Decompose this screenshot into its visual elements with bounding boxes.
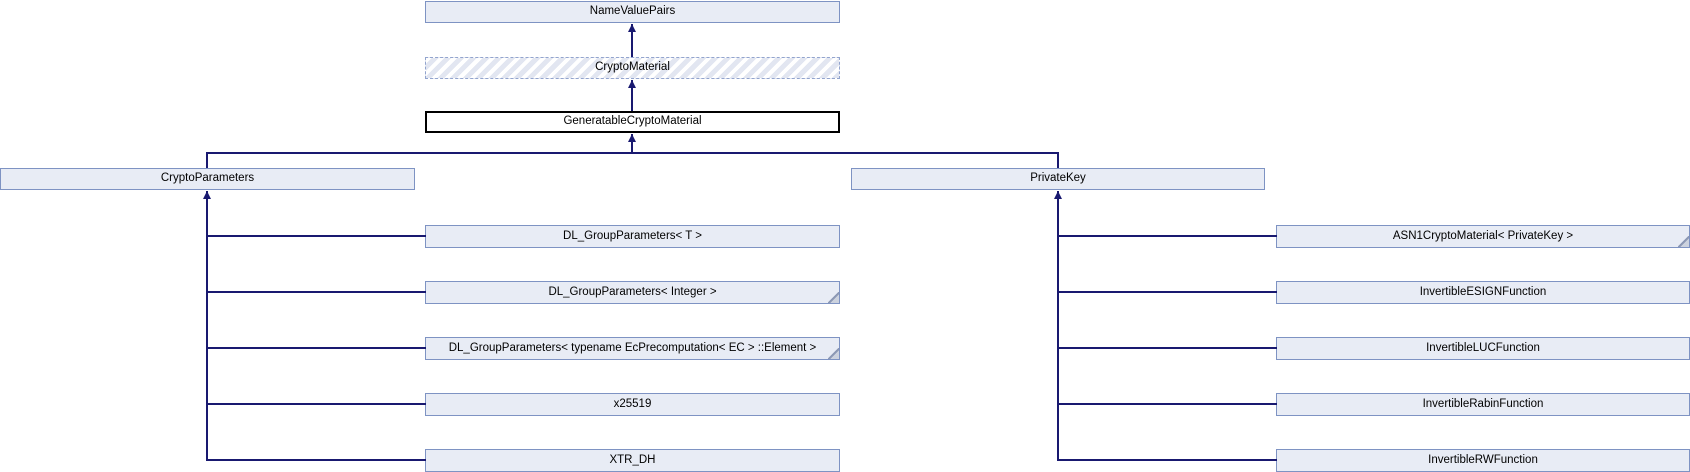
edge-branch	[206, 291, 426, 293]
node-label: CryptoParameters	[160, 172, 255, 185]
node-label: GeneratableCryptoMaterial	[563, 115, 702, 128]
edge-cryptomaterial-namevaluepairs	[631, 24, 633, 57]
edge-branch	[1057, 235, 1277, 237]
node-label: CryptoMaterial	[595, 61, 670, 74]
node-label: DL_GroupParameters< Integer >	[548, 285, 717, 298]
node-label: InvertibleRabinFunction	[1422, 397, 1544, 410]
node-privatekey[interactable]: PrivateKey	[851, 168, 1265, 190]
edge-trunk-cryptoparameters	[206, 191, 208, 461]
node-namevaluepairs[interactable]: NameValuePairs	[425, 1, 840, 23]
node-label: ASN1CryptoMaterial< PrivateKey >	[1392, 229, 1574, 242]
edge-bus-to-cryptoparameters	[206, 152, 208, 168]
truncated-corner-icon	[828, 348, 839, 359]
node-dl-groupparameters-ecprecomputation[interactable]: DL_GroupParameters< typename EcPrecomput…	[425, 337, 840, 360]
node-label: DL_GroupParameters< T >	[563, 229, 702, 242]
truncated-corner-icon	[1678, 236, 1689, 247]
node-dl-groupparameters-integer[interactable]: DL_GroupParameters< Integer >	[425, 281, 840, 304]
edge-branch	[206, 459, 426, 461]
edge-branch	[1057, 403, 1277, 405]
node-generatablecryptomaterial: GeneratableCryptoMaterial	[425, 111, 840, 133]
node-label: DL_GroupParameters< typename EcPrecomput…	[448, 341, 817, 354]
node-label: x25519	[613, 397, 652, 410]
node-label: XTR_DH	[609, 453, 656, 466]
node-label: InvertibleLUCFunction	[1426, 341, 1540, 354]
node-x25519[interactable]: x25519	[425, 393, 840, 416]
node-xtr-dh[interactable]: XTR_DH	[425, 449, 840, 472]
edge-trunk-privatekey	[1057, 191, 1059, 461]
node-invertibleesignfunction[interactable]: InvertibleESIGNFunction	[1276, 281, 1690, 304]
edge-branch	[206, 347, 426, 349]
edge-branch	[1057, 459, 1277, 461]
edge-parents-bus	[206, 152, 1059, 154]
edge-generatable-cryptomaterial	[631, 80, 633, 111]
node-label: PrivateKey	[1030, 172, 1086, 185]
node-cryptomaterial[interactable]: CryptoMaterial	[425, 57, 840, 79]
node-cryptoparameters[interactable]: CryptoParameters	[0, 168, 415, 190]
node-dl-groupparameters-t[interactable]: DL_GroupParameters< T >	[425, 225, 840, 248]
edge-branch	[206, 235, 426, 237]
node-label: NameValuePairs	[589, 5, 676, 18]
node-invertiblerabinfunction[interactable]: InvertibleRabinFunction	[1276, 393, 1690, 416]
edge-bus-riser	[631, 134, 633, 154]
node-invertiblelucfunction[interactable]: InvertibleLUCFunction	[1276, 337, 1690, 360]
node-label: InvertibleRWFunction	[1428, 453, 1538, 466]
edge-branch	[1057, 347, 1277, 349]
node-invertiblerwfunction[interactable]: InvertibleRWFunction	[1276, 449, 1690, 472]
edge-bus-to-privatekey	[1057, 152, 1059, 168]
node-asn1cryptomaterial-privatekey[interactable]: ASN1CryptoMaterial< PrivateKey >	[1276, 225, 1690, 248]
truncated-corner-icon	[828, 292, 839, 303]
edge-branch	[1057, 291, 1277, 293]
node-label: InvertibleESIGNFunction	[1419, 285, 1547, 298]
edge-branch	[206, 403, 426, 405]
